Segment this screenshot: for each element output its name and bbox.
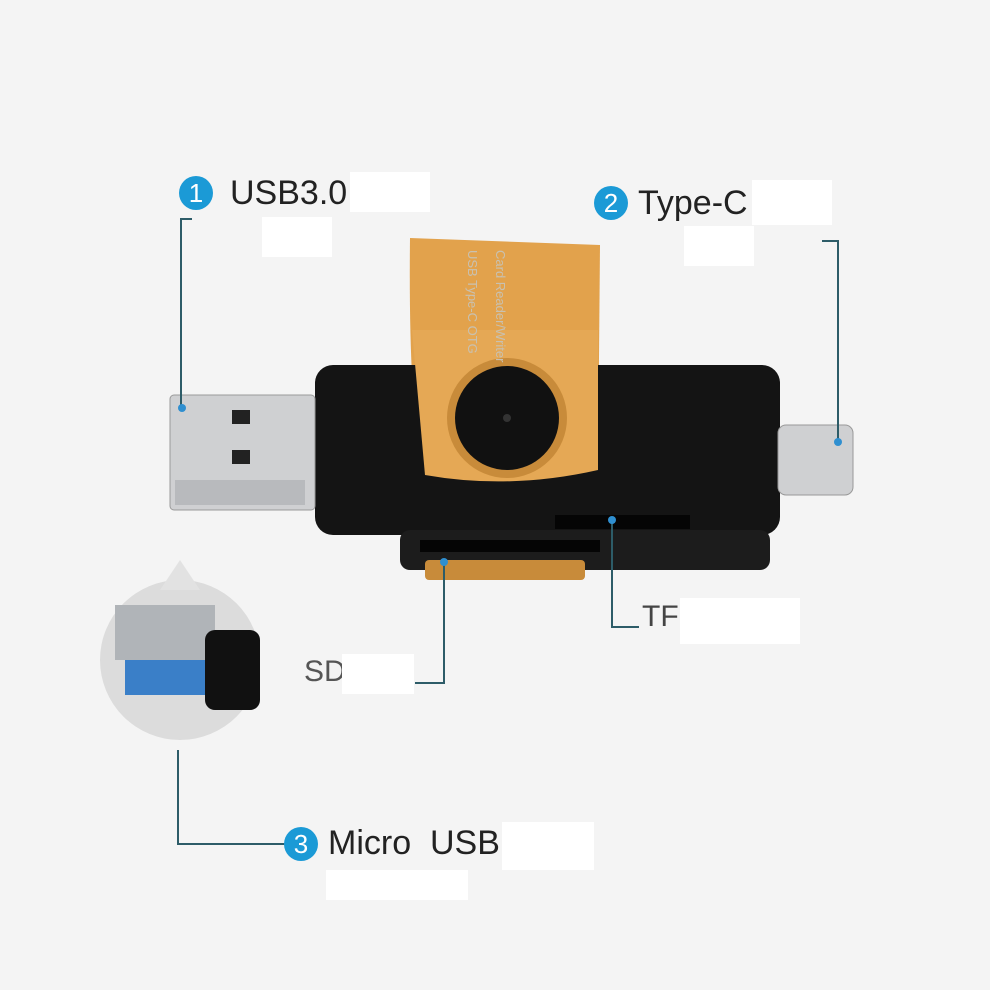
callout-label-microusb: Micro USB <box>328 824 500 862</box>
leader-line-typec <box>837 240 839 440</box>
callout-label-typec: Type-C <box>638 184 748 222</box>
blank-patch <box>680 598 800 644</box>
callout-badge-2: 2 <box>594 186 628 220</box>
swivel-text-2: Card Reader/Writer <box>493 250 508 363</box>
callout-label-usb3: USB3.0 <box>230 174 348 212</box>
blank-patch <box>350 172 430 212</box>
blank-patch <box>262 217 332 257</box>
leader-line-microusb <box>177 750 179 845</box>
swivel-text-1: USB Type-C OTG <box>465 250 480 354</box>
leader-line-sd <box>443 562 445 684</box>
blank-patch <box>502 822 594 870</box>
blank-patch <box>752 180 832 225</box>
callout-label-sd: SD <box>304 655 346 688</box>
type-c-plug <box>777 424 854 496</box>
callout-badge-3: 3 <box>284 827 318 861</box>
leader-line-tf <box>611 522 613 628</box>
marker-dot <box>608 516 616 524</box>
leader-line-usb3 <box>180 218 182 408</box>
callout-badge-1: 1 <box>179 176 213 210</box>
marker-dot <box>440 558 448 566</box>
callout-label-tf: TF <box>642 600 679 633</box>
blank-patch <box>342 654 414 694</box>
marker-dot <box>178 404 186 412</box>
marker-dot <box>834 438 842 446</box>
blank-patch <box>326 870 468 900</box>
blank-patch <box>684 226 754 266</box>
